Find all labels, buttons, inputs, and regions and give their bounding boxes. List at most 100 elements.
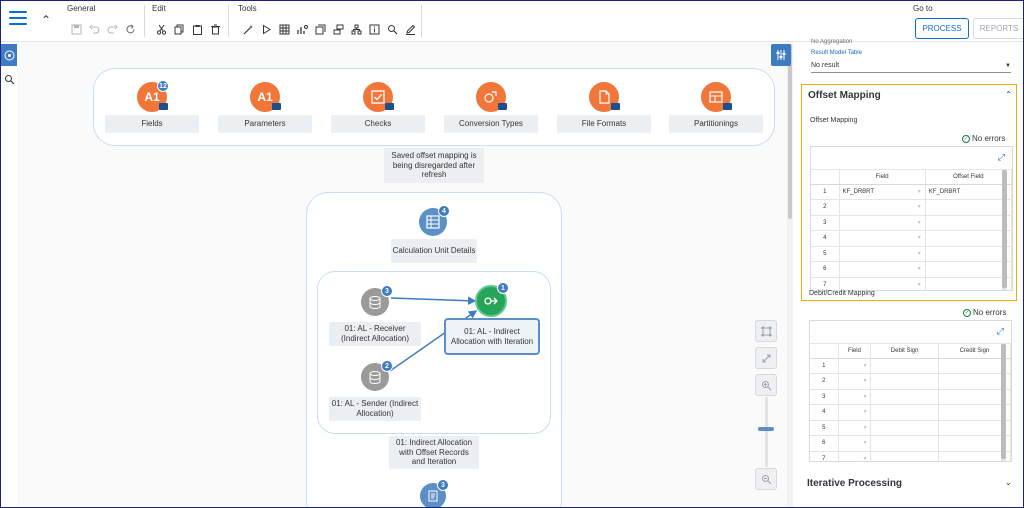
offset-field-cell[interactable]: ▼ — [925, 261, 1012, 278]
fields-label[interactable]: Fields — [105, 115, 199, 133]
collapse-chevron-icon[interactable]: ⌃ — [1005, 90, 1012, 99]
credit-sign-cell[interactable] — [938, 404, 1011, 421]
copy-model-icon[interactable] — [313, 22, 327, 36]
field-cell[interactable]: KF_DRBRT▼ — [839, 184, 926, 200]
debit-sign-cell[interactable] — [870, 435, 939, 452]
debit-sign-cell[interactable] — [870, 404, 939, 421]
offset-grid-scrollbar-thumb[interactable] — [1002, 170, 1007, 288]
table-row: 2▼▼ — [811, 199, 1012, 216]
offset-mapping-title[interactable]: Offset Mapping — [808, 90, 881, 101]
offset-field-cell[interactable]: ▼ — [925, 215, 1012, 231]
full-screen-icon[interactable] — [755, 347, 777, 369]
search-settings-icon[interactable] — [385, 22, 399, 36]
debit-sign-cell[interactable] — [870, 373, 939, 390]
table-row: 3▼▼ — [811, 215, 1012, 231]
offset-field-cell[interactable]: ▼ — [925, 246, 1012, 262]
credit-sign-cell[interactable] — [938, 420, 1011, 436]
table-row: 6▼ — [810, 435, 1011, 452]
chart-settings-icon[interactable] — [295, 22, 309, 36]
allocation-group-label[interactable]: 01: Indirect Allocation with Offset Reco… — [389, 436, 479, 469]
result-model-select[interactable]: No result ▼ — [811, 59, 1011, 73]
expand-icon[interactable]: ⤢ — [996, 326, 1004, 336]
copy-icon[interactable] — [172, 22, 186, 36]
zoom-out-icon[interactable] — [755, 468, 777, 490]
expand-chevron-icon[interactable]: ⌄ — [1005, 478, 1012, 487]
debit-sign-cell[interactable] — [870, 389, 939, 405]
collapse-toolbar-icon[interactable]: ⌃ — [41, 13, 52, 27]
canvas-scrollbar[interactable] — [787, 42, 793, 507]
field-cell[interactable]: ▼ — [838, 404, 872, 421]
credit-sign-cell[interactable] — [938, 373, 1011, 390]
field-cell[interactable]: ▼ — [838, 389, 872, 405]
field-cell[interactable]: ▼ — [839, 215, 926, 231]
field-cell[interactable]: ▼ — [839, 261, 926, 278]
edit-pencil-icon[interactable] — [403, 22, 417, 36]
debit-credit-title: Debit/Credit Mapping — [809, 290, 875, 297]
paste-icon[interactable] — [190, 22, 204, 36]
refresh-icon[interactable] — [123, 22, 137, 36]
toolbar-separator — [421, 5, 422, 37]
expand-icon[interactable]: ⤢ — [997, 152, 1005, 162]
sender-label[interactable]: 01: AL - Sender (Indirect Allocation) — [329, 397, 421, 421]
redo-icon[interactable] — [105, 22, 119, 36]
stack-icon[interactable] — [331, 22, 345, 36]
debit-sign-cell[interactable] — [870, 451, 939, 461]
debit-grid-scrollbar[interactable] — [1001, 344, 1006, 461]
credit-sign-cell[interactable] — [938, 451, 1011, 461]
zoom-slider-track[interactable] — [765, 397, 768, 467]
environment-box — [93, 68, 775, 146]
receiver-label[interactable]: 01: AL - Receiver (Indirect Allocation) — [329, 322, 421, 346]
run-icon[interactable] — [259, 22, 273, 36]
properties-toggle-icon[interactable] — [771, 44, 791, 66]
table-row: 6▼▼ — [811, 261, 1012, 278]
field-cell[interactable]: ▼ — [838, 420, 872, 436]
field-cell[interactable]: ▼ — [839, 230, 926, 247]
debit-sign-cell[interactable] — [870, 420, 939, 436]
table-row: 5▼▼ — [811, 246, 1012, 262]
calculation-unit-label[interactable]: Calculation Unit Details — [391, 239, 477, 263]
model-canvas[interactable]: A1 12 Fields A1 Parameters Checks Conver… — [17, 42, 787, 507]
debit-grid-scrollbar-thumb[interactable] — [1001, 344, 1006, 459]
allocation-badge: 1 — [497, 282, 509, 294]
credit-sign-cell[interactable] — [938, 358, 1011, 374]
menu-icon[interactable] — [9, 11, 27, 27]
zoom-in-icon[interactable] — [755, 374, 777, 396]
iterative-processing-title[interactable]: Iterative Processing — [807, 478, 903, 489]
offset-field-cell[interactable]: KF_DRBRT▼ — [925, 184, 1012, 200]
delete-icon[interactable] — [208, 22, 222, 36]
grid-icon[interactable] — [277, 22, 291, 36]
debit-sign-cell[interactable] — [870, 358, 939, 374]
checks-label[interactable]: Checks — [331, 115, 425, 133]
field-cell[interactable]: ▼ — [839, 246, 926, 262]
offset-field-cell[interactable]: ▼ — [925, 277, 1012, 290]
partitionings-label[interactable]: Partitionings — [669, 115, 763, 133]
field-cell[interactable]: ▼ — [838, 358, 872, 374]
zoom-slider-handle[interactable] — [758, 427, 774, 431]
credit-sign-cell[interactable] — [938, 389, 1011, 405]
fit-to-screen-icon[interactable] — [755, 320, 777, 342]
hierarchy-icon[interactable] — [349, 22, 363, 36]
credit-sign-cell[interactable] — [938, 435, 1011, 452]
field-cell[interactable]: ▼ — [838, 451, 872, 461]
file-formats-label[interactable]: File Formats — [557, 115, 651, 133]
process-button[interactable]: PROCESS — [915, 18, 969, 39]
offset-field-cell[interactable]: ▼ — [925, 199, 1012, 216]
allocation-label[interactable]: 01: AL - Indirect Allocation with Iterat… — [444, 318, 540, 355]
info-icon[interactable] — [367, 22, 381, 36]
conversion-types-label[interactable]: Conversion Types — [444, 115, 538, 133]
canvas-scrollbar-thumb[interactable] — [788, 44, 792, 219]
field-cell[interactable]: ▼ — [839, 277, 926, 290]
save-icon[interactable] — [69, 22, 83, 36]
undo-icon[interactable] — [87, 22, 101, 36]
flow-palette-icon[interactable] — [1, 44, 17, 66]
cut-icon[interactable] — [154, 22, 168, 36]
offset-grid-scrollbar[interactable] — [1002, 170, 1007, 290]
field-cell[interactable]: ▼ — [839, 199, 926, 216]
parameters-label[interactable]: Parameters — [218, 115, 312, 133]
magic-wand-icon[interactable] — [241, 22, 255, 36]
field-cell[interactable]: ▼ — [838, 373, 872, 390]
reports-button[interactable]: REPORTS — [973, 18, 1023, 39]
search-icon[interactable] — [1, 68, 17, 90]
offset-field-cell[interactable]: ▼ — [925, 230, 1012, 247]
field-cell[interactable]: ▼ — [838, 435, 872, 452]
